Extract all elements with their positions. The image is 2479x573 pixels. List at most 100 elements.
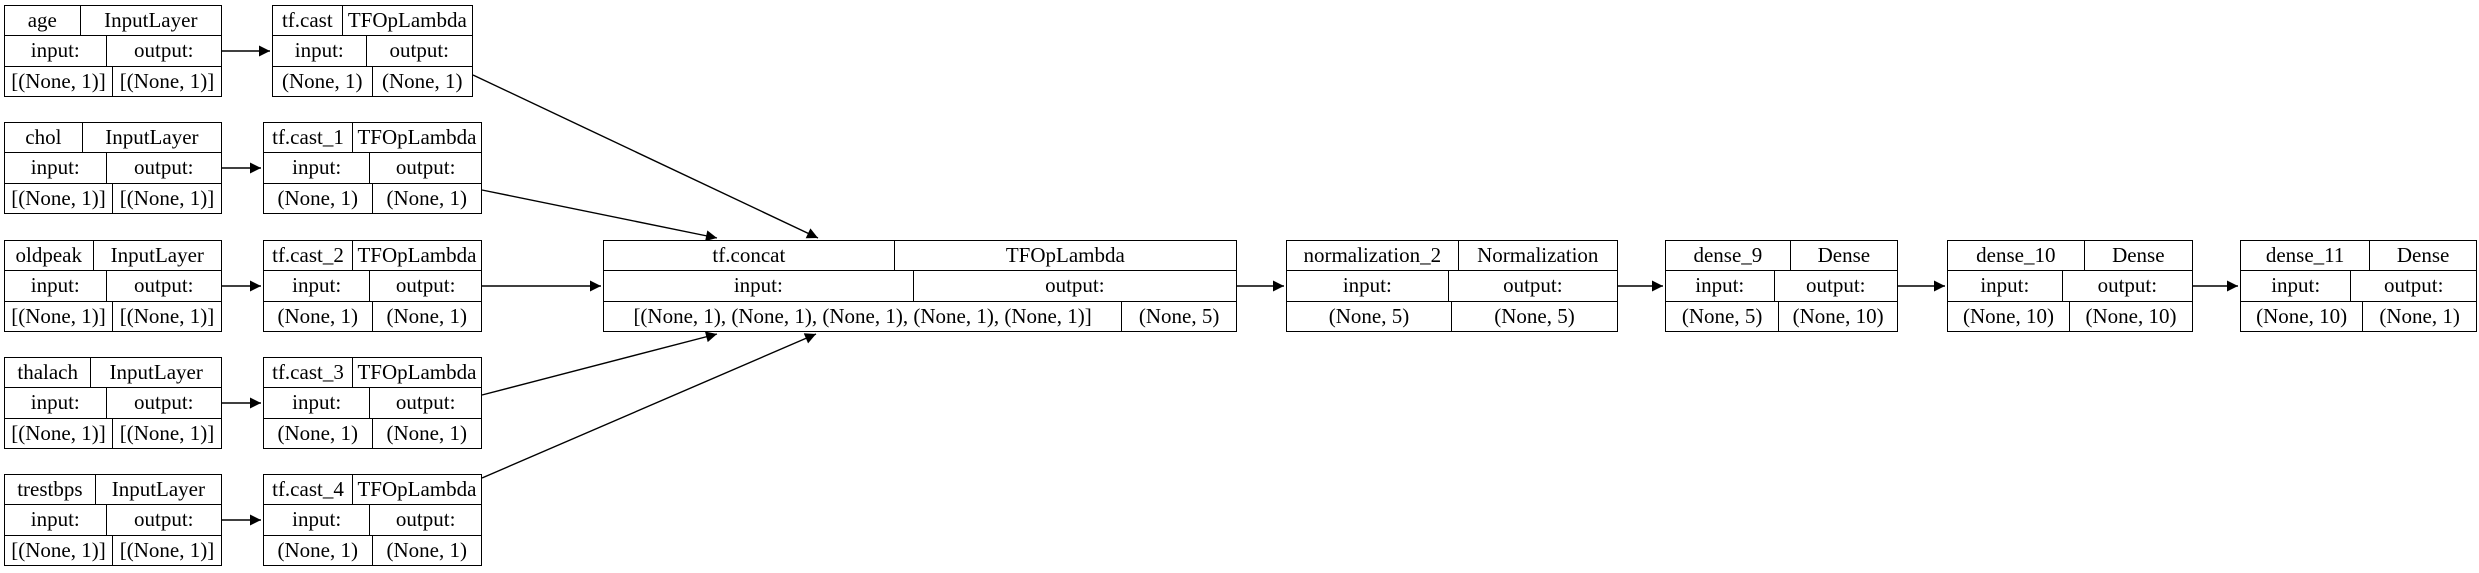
layer-type: TFOpLambda	[347, 8, 467, 33]
input-shape: (None, 5)	[1287, 301, 1452, 331]
input-shape: (None, 5)	[1666, 301, 1780, 331]
output-shape: (None, 1)	[386, 185, 467, 210]
title-row: dense_9 Dense	[1666, 241, 1897, 272]
title-row: normalization_2 Normalization	[1287, 241, 1617, 272]
output-label: output:	[134, 390, 194, 415]
edge-tf-cast-4-to-tf-concat	[481, 333, 817, 479]
layer-name: dense_11	[2241, 241, 2371, 271]
input-shape: (None, 10)	[1948, 301, 2070, 331]
output-shape: [(None, 1)]	[119, 537, 215, 562]
io-row: input: output:	[5, 271, 221, 302]
input-label: input:	[5, 505, 107, 535]
io-row: input: output:	[1948, 271, 2192, 302]
input-label: input:	[5, 388, 107, 418]
input-label: input:	[5, 153, 107, 183]
output-label: output:	[389, 38, 450, 63]
layer-name: dense_10	[1948, 241, 2085, 271]
output-shape: (None, 5)	[1138, 303, 1220, 328]
layer-type: InputLayer	[109, 360, 203, 385]
layer-name: chol	[5, 123, 83, 153]
layer-name: tf.concat	[604, 241, 895, 271]
layer-name: tf.cast	[273, 6, 343, 36]
layer-type: TFOpLambda	[357, 243, 477, 268]
output-label: output:	[395, 390, 456, 415]
node-tf-cast: tf.cast TFOpLambda input: output: (None,…	[272, 5, 473, 97]
layer-name: tf.cast_4	[264, 475, 353, 505]
input-label: input:	[5, 271, 107, 301]
layer-type: TFOpLambda	[357, 477, 477, 502]
title-row: chol InputLayer	[5, 123, 221, 154]
shape-row: (None, 1) (None, 1)	[264, 301, 481, 331]
shape-row: (None, 10) (None, 10)	[1948, 301, 2192, 331]
node-normalization-2: normalization_2 Normalization input: out…	[1286, 240, 1618, 332]
output-label: output:	[395, 507, 456, 532]
node-chol: chol InputLayer input: output: [(None, 1…	[4, 122, 222, 214]
output-label: output:	[2097, 273, 2158, 298]
input-shape: (None, 1)	[264, 183, 373, 213]
layer-name: oldpeak	[5, 241, 94, 271]
title-row: trestbps InputLayer	[5, 475, 221, 506]
output-label: output:	[134, 507, 194, 532]
node-dense-9: dense_9 Dense input: output: (None, 5) (…	[1665, 240, 1898, 332]
input-shape: (None, 1)	[264, 301, 373, 331]
input-label: input:	[2241, 271, 2352, 301]
io-row: input: output:	[5, 505, 221, 536]
io-row: input: output:	[264, 505, 481, 536]
input-label: input:	[1948, 271, 2063, 301]
node-tf-cast-1: tf.cast_1 TFOpLambda input: output: (Non…	[263, 122, 482, 214]
title-row: tf.concat TFOpLambda	[604, 241, 1236, 272]
layer-type: TFOpLambda	[357, 360, 477, 385]
input-label: input:	[264, 388, 371, 418]
layer-name: tf.cast_3	[264, 358, 353, 388]
node-dense-11: dense_11 Dense input: output: (None, 10)…	[2240, 240, 2477, 332]
node-age: age InputLayer input: output: [(None, 1)…	[4, 5, 222, 97]
output-shape: (None, 1)	[2379, 303, 2460, 328]
title-row: dense_10 Dense	[1948, 241, 2192, 272]
output-label: output:	[134, 273, 194, 298]
output-shape: [(None, 1)]	[119, 303, 215, 328]
input-shape: (None, 10)	[2241, 301, 2364, 331]
layer-type: TFOpLambda	[357, 125, 477, 150]
output-shape: (None, 1)	[386, 537, 467, 562]
output-shape: (None, 1)	[386, 303, 467, 328]
layer-name: normalization_2	[1287, 241, 1459, 271]
io-row: input: output:	[2241, 271, 2476, 302]
io-row: input: output:	[604, 271, 1236, 302]
title-row: dense_11 Dense	[2241, 241, 2476, 272]
shape-row: (None, 1) (None, 1)	[264, 535, 481, 565]
layer-type: InputLayer	[110, 243, 204, 268]
layer-type: InputLayer	[104, 8, 198, 33]
node-tf-concat: tf.concat TFOpLambda input: output: [(No…	[603, 240, 1237, 332]
layer-type: InputLayer	[105, 125, 199, 150]
title-row: age InputLayer	[5, 6, 221, 37]
shape-row: [(None, 1), (None, 1), (None, 1), (None,…	[604, 301, 1236, 331]
title-row: tf.cast_1 TFOpLambda	[264, 123, 481, 154]
input-label: input:	[264, 505, 371, 535]
input-label: input:	[1287, 271, 1449, 301]
shape-row: [(None, 1)] [(None, 1)]	[5, 183, 221, 213]
layer-name: tf.cast_2	[264, 241, 353, 271]
output-shape: (None, 1)	[382, 68, 463, 93]
input-shape: (None, 1)	[264, 418, 373, 448]
input-label: input:	[264, 153, 371, 183]
edge-tf-cast-to-tf-concat	[472, 74, 819, 239]
io-row: input: output:	[264, 388, 481, 419]
layer-type: InputLayer	[111, 477, 205, 502]
io-row: input: output:	[5, 153, 221, 184]
io-row: input: output:	[1287, 271, 1617, 302]
shape-row: [(None, 1)] [(None, 1)]	[5, 66, 221, 96]
output-label: output:	[134, 155, 194, 180]
output-label: output:	[395, 155, 456, 180]
layer-name: age	[5, 6, 81, 36]
layer-name: dense_9	[1666, 241, 1791, 271]
input-shape: [(None, 1)]	[5, 418, 113, 448]
node-tf-cast-2: tf.cast_2 TFOpLambda input: output: (Non…	[263, 240, 482, 332]
layer-name: thalach	[5, 358, 92, 388]
shape-row: (None, 1) (None, 1)	[273, 66, 472, 96]
input-label: input:	[264, 271, 371, 301]
layer-name: trestbps	[5, 475, 96, 505]
layer-type: Normalization	[1477, 243, 1599, 268]
input-label: input:	[1666, 271, 1775, 301]
